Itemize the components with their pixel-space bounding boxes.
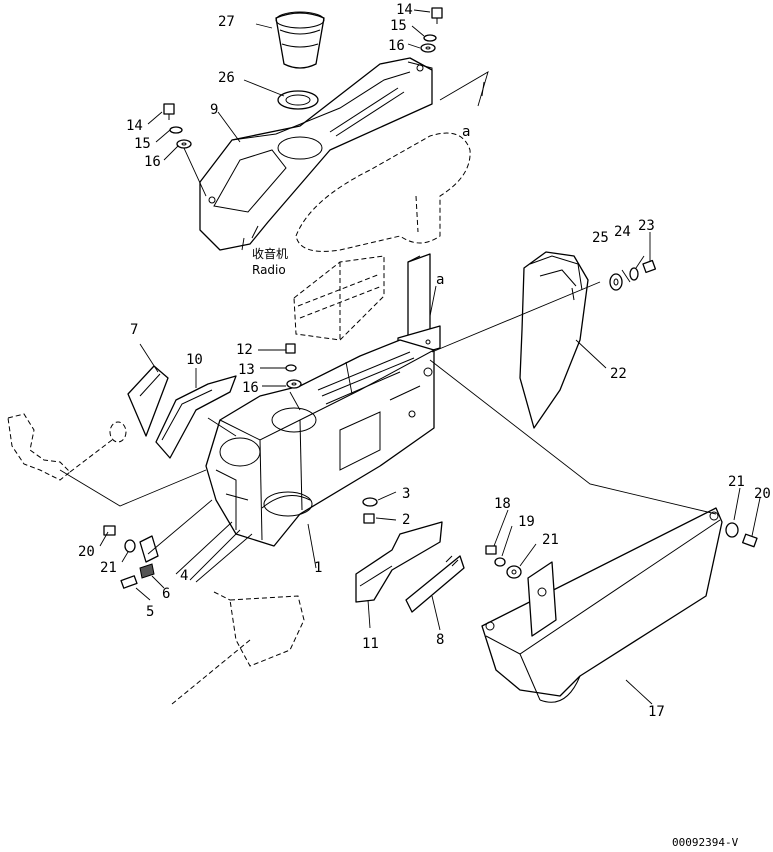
label-4: 4: [180, 568, 188, 584]
label-radio-en: Radio: [252, 263, 286, 277]
strip-8: [405, 555, 465, 613]
bracket-11: [355, 521, 443, 603]
washer-16-top: [420, 43, 436, 53]
label-15-left: 15: [134, 136, 151, 152]
washer-19: [494, 557, 506, 567]
drawing-code: 00092394-V: [672, 836, 739, 849]
radio-leader: [241, 237, 245, 251]
label-15-top: 15: [390, 18, 407, 34]
top-cover-9: [199, 57, 433, 251]
label-12: 12: [236, 342, 253, 358]
label-17: 17: [648, 704, 665, 720]
washer-21-far: [725, 522, 739, 538]
spring-6: [139, 563, 155, 579]
tray-17: [481, 507, 723, 703]
radio-unit: [293, 255, 385, 341]
label-6: 6: [162, 586, 170, 602]
part-labels: 27 14 15 16 26 14 9 15 16 a a 25 24 23 7…: [78, 2, 771, 849]
panel-7: [127, 365, 169, 437]
label-22: 22: [610, 366, 627, 382]
bolt-20-left: [103, 525, 116, 536]
label-a-top: a: [462, 124, 470, 140]
lever-assembly-hidden: [7, 413, 305, 705]
washer-15-top: [423, 34, 437, 42]
label-27: 27: [218, 14, 235, 30]
label-14-top: 14: [396, 2, 413, 18]
cup-27: [275, 11, 325, 69]
washer-21-left: [124, 539, 136, 553]
washer-21-right: [506, 565, 522, 579]
side-cover-22: [519, 251, 589, 429]
label-21-left: 21: [100, 560, 117, 576]
armrest-hidden-outline: [295, 71, 489, 252]
label-10: 10: [186, 352, 203, 368]
label-3: 3: [402, 486, 410, 502]
label-16-top: 16: [388, 38, 405, 54]
bolt-18: [485, 545, 497, 555]
bolt-12: [285, 343, 296, 354]
washer-24: [629, 267, 639, 281]
label-26: 26: [218, 70, 235, 86]
bolt-2: [363, 513, 375, 524]
label-8: 8: [436, 632, 444, 648]
washer-16-left: [176, 139, 192, 149]
washer-15-left: [169, 126, 183, 134]
label-16-left: 16: [144, 154, 161, 170]
label-5: 5: [146, 604, 154, 620]
clip-4: [139, 535, 159, 563]
bolt-20-far: [742, 533, 758, 548]
label-7: 7: [130, 322, 138, 338]
console-body-1: [205, 339, 435, 547]
label-14-left: 14: [126, 118, 143, 134]
washer-25: [609, 273, 623, 291]
label-11: 11: [362, 636, 379, 652]
label-24: 24: [614, 224, 631, 240]
label-1: 1: [314, 560, 322, 576]
label-21-far: 21: [728, 474, 745, 490]
label-19: 19: [518, 514, 535, 530]
label-25: 25: [592, 230, 609, 246]
label-a-mid: a: [436, 272, 444, 288]
label-20-left: 20: [78, 544, 95, 560]
label-21-right: 21: [542, 532, 559, 548]
washer-13: [285, 364, 297, 372]
label-13: 13: [238, 362, 255, 378]
panel-10: [155, 375, 237, 459]
bolt-5: [120, 575, 138, 589]
cup-ring-26: [277, 90, 319, 110]
washer-16-mid: [286, 379, 302, 389]
label-9: 9: [210, 102, 218, 118]
leader-lines: [59, 9, 761, 705]
label-20-far: 20: [754, 486, 771, 502]
label-radio-cn: 收音机: [252, 246, 288, 261]
washer-3: [362, 497, 378, 507]
label-18: 18: [494, 496, 511, 512]
label-23: 23: [638, 218, 655, 234]
bolt-14-top: [431, 7, 443, 24]
label-16-mid: 16: [242, 380, 259, 396]
bolt-23: [642, 259, 657, 274]
label-2: 2: [402, 512, 410, 528]
bolt-14-left: [163, 103, 175, 120]
